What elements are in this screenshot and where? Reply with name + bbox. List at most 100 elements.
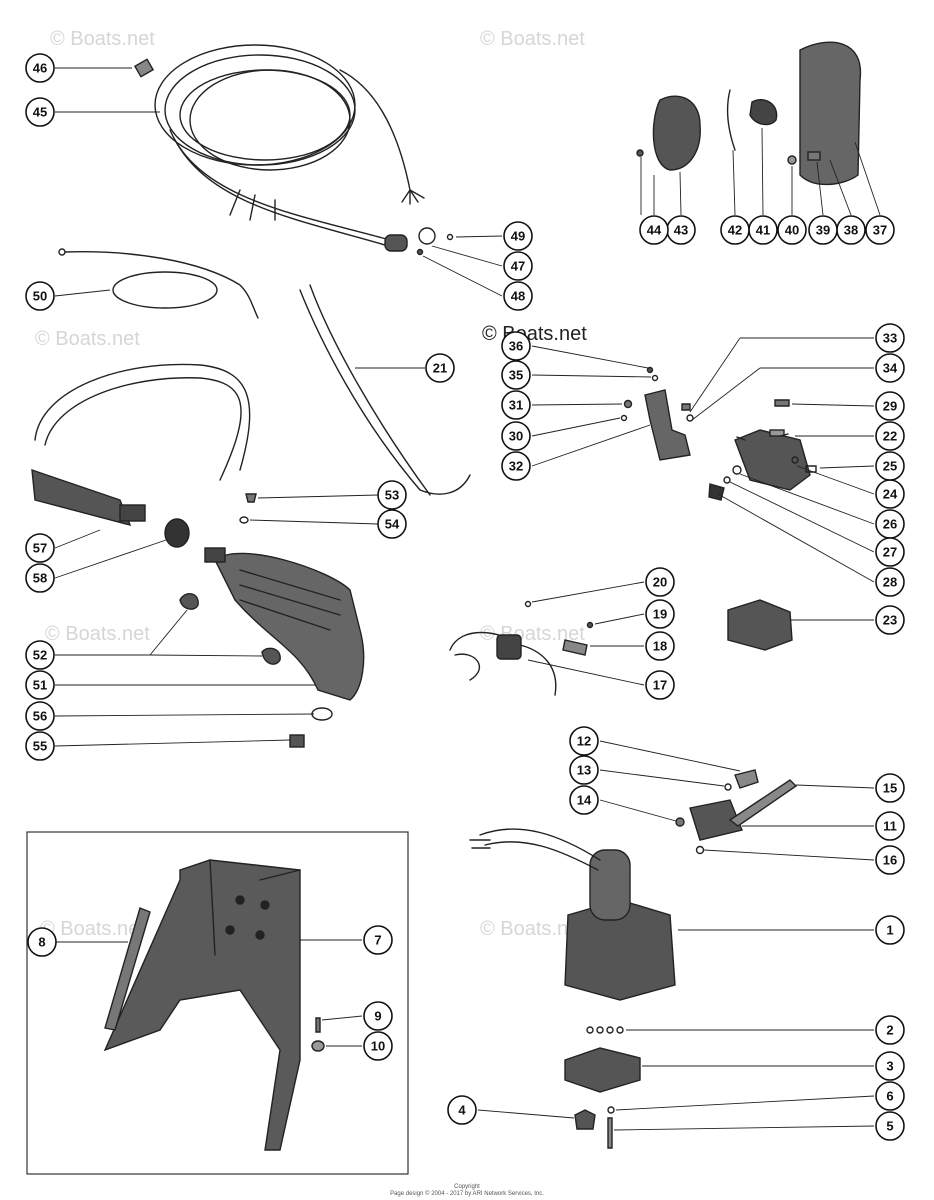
manifold-part: [564, 1047, 641, 1093]
callout-circle: [875, 567, 905, 597]
wiring-harness: [154, 44, 425, 252]
washer-part: [446, 233, 454, 241]
callout-number: 28: [883, 575, 897, 590]
solenoid-23: [727, 599, 793, 651]
callout-1: 1: [875, 915, 905, 945]
callout-48: 48: [503, 281, 533, 311]
watermark: © Boats.net: [480, 28, 585, 50]
screw-part: [807, 151, 821, 161]
callout-number: 48: [511, 289, 525, 304]
callout-circle: [875, 811, 905, 841]
callout-number: 15: [883, 781, 897, 796]
callout-number: 57: [33, 541, 47, 556]
switch-housing-part: [652, 95, 701, 171]
trim-sender: [31, 363, 251, 527]
callout-number: 11: [883, 819, 897, 834]
callout-number: 33: [883, 331, 897, 346]
watermark: © Boats.net: [482, 323, 587, 345]
solenoid-bracket: [620, 366, 694, 461]
o-ring-part: [239, 516, 249, 524]
callout-circle: [808, 215, 838, 245]
callout-20: 20: [645, 567, 675, 597]
callout-32: 32: [501, 451, 531, 481]
callout-number: 56: [33, 709, 47, 724]
callout-circle: [25, 670, 55, 700]
callout-23: 23: [875, 605, 905, 635]
callout-number: 39: [816, 223, 830, 238]
callout-circle: [25, 533, 55, 563]
mounting-bracket: [103, 859, 301, 1151]
callout-circle: [875, 537, 905, 567]
callout-53: 53: [377, 480, 407, 510]
callout-circle: [645, 631, 675, 661]
washer-part: [732, 465, 742, 475]
callout-circle: [501, 451, 531, 481]
callout-8: 8: [27, 927, 57, 957]
callout-circle: [875, 773, 905, 803]
callout-circle: [363, 1031, 393, 1061]
callout-circle: [503, 251, 533, 281]
callout-number: 31: [509, 398, 523, 413]
callout-circle: [25, 97, 55, 127]
callout-number: 54: [385, 517, 400, 532]
callout-number: 51: [33, 678, 47, 693]
callout-19: 19: [645, 599, 675, 629]
boot-part: [749, 99, 778, 126]
callout-35: 35: [501, 360, 531, 390]
callout-27: 27: [875, 537, 905, 567]
callout-number: 6: [886, 1089, 893, 1104]
callout-number: 45: [33, 105, 47, 120]
nut-part: [636, 149, 644, 157]
o-ring-part: [311, 707, 333, 721]
callout-number: 20: [653, 575, 667, 590]
callout-number: 44: [647, 223, 662, 238]
callout-number: 4: [458, 1103, 466, 1118]
callout-36: 36: [501, 331, 531, 361]
washer-part: [791, 456, 799, 464]
callout-number: 47: [511, 259, 525, 274]
washer-part: [311, 1040, 325, 1052]
callout-number: 38: [844, 223, 858, 238]
callout-circle: [875, 421, 905, 451]
watermark: © Boats.net: [45, 623, 150, 645]
callout-number: 35: [509, 368, 523, 383]
callout-51: 51: [25, 670, 55, 700]
fitting-part: [261, 647, 281, 665]
callout-37: 37: [865, 215, 895, 245]
pump-motor-assembly: [469, 828, 676, 1001]
bolt-part: [289, 734, 305, 748]
boot-part: [708, 483, 725, 501]
callout-41: 41: [748, 215, 778, 245]
washer-part: [787, 155, 797, 165]
callout-28: 28: [875, 567, 905, 597]
callout-circle: [569, 755, 599, 785]
callout-circle: [645, 599, 675, 629]
callout-39: 39: [808, 215, 838, 245]
callout-31: 31: [501, 390, 531, 420]
trim-switch: [449, 600, 594, 696]
o-ring-part: [607, 1106, 615, 1114]
callout-number: 55: [33, 739, 47, 754]
callout-16: 16: [875, 845, 905, 875]
callout-circle: [503, 221, 533, 251]
callout-circle: [25, 563, 55, 593]
callout-number: 50: [33, 289, 47, 304]
callout-circle: [425, 353, 455, 383]
washer-part: [723, 476, 731, 484]
callout-circle: [27, 927, 57, 957]
callout-5: 5: [875, 1111, 905, 1141]
callout-55: 55: [25, 731, 55, 761]
callout-circle: [377, 480, 407, 510]
callout-circle: [501, 360, 531, 390]
callout-number: 10: [371, 1039, 385, 1054]
callout-number: 53: [385, 488, 399, 503]
callout-circle: [875, 1015, 905, 1045]
callout-number: 49: [511, 229, 525, 244]
callout-number: 29: [883, 399, 897, 414]
watermark: © Boats.net: [35, 328, 140, 350]
callout-group: 1234567891011121314151617181920212223242…: [25, 53, 905, 1141]
callout-number: 34: [883, 361, 898, 376]
callout-34: 34: [875, 353, 905, 383]
callout-9: 9: [363, 1001, 393, 1031]
